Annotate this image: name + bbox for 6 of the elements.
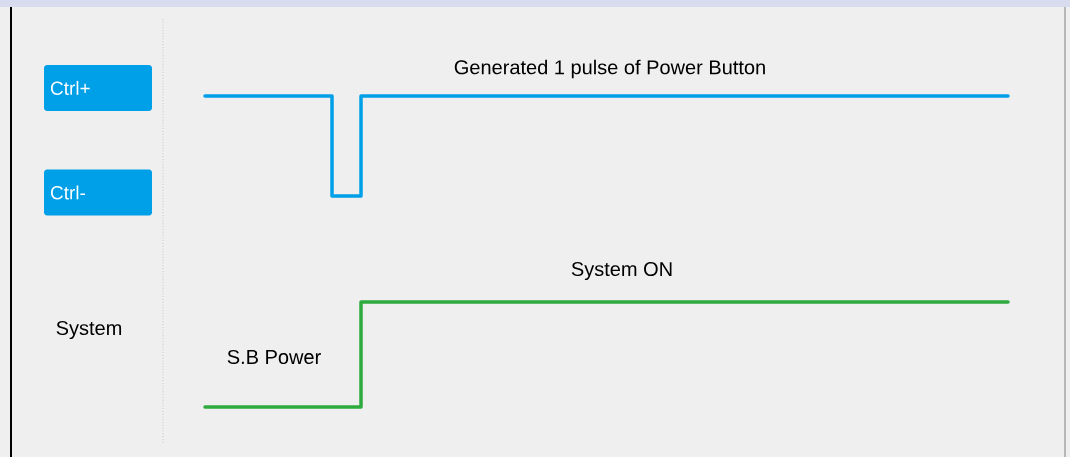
signal-label: S.B Power [227,349,321,365]
signal-label: System ON [571,261,672,281]
signal-label: System [56,320,122,340]
signal-tag: Ctrl+ [44,65,152,111]
signal-label: Generated 1 pulse of Power Button [454,59,765,79]
signal-tag: Ctrl- [44,169,152,216]
